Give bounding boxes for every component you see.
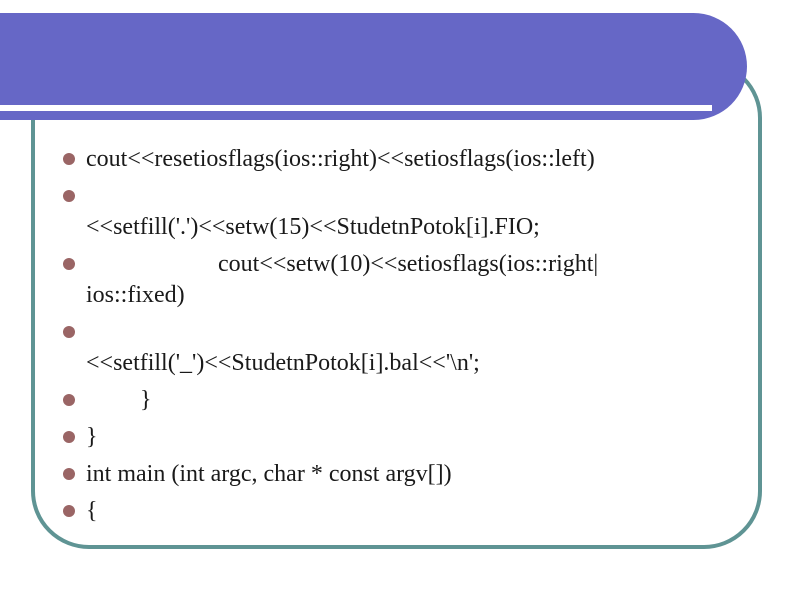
bullet-text: } — [86, 387, 152, 413]
bullet-icon — [63, 394, 75, 406]
title-bar — [0, 13, 747, 120]
bullet-text: } — [86, 424, 98, 450]
bullet-text: int main (int argc, char * const argv[]) — [86, 461, 452, 487]
bullet-icon — [63, 326, 75, 338]
bullet-icon — [63, 505, 75, 517]
bullet-icon — [63, 190, 75, 202]
bullet-text: <<setfill('_')<<StudetnPotok[i].bal<<'\n… — [86, 350, 480, 376]
bullet-item: cout<<setw(10)<<setiosflags(ios::right| … — [63, 249, 723, 311]
bullet-list: cout<<resetiosflags(ios::right)<<setiosf… — [63, 144, 723, 533]
bullet-icon — [63, 258, 75, 270]
bullet-text: { — [86, 498, 98, 524]
bullet-item: cout<<resetiosflags(ios::right)<<setiosf… — [63, 144, 723, 175]
bullet-item: { — [63, 496, 723, 527]
bullet-icon — [63, 431, 75, 443]
bullet-item: int main (int argc, char * const argv[]) — [63, 459, 723, 490]
bullet-item: <<setfill('_')<<StudetnPotok[i].bal<<'\n… — [63, 317, 723, 379]
bullet-item: } — [63, 422, 723, 453]
bullet-text: <<setfill('.')<<setw(15)<<StudetnPotok[i… — [86, 214, 540, 240]
bullet-item: } — [63, 385, 723, 416]
bullet-text: cout<<setw(10)<<setiosflags(ios::right| … — [86, 251, 599, 308]
bullet-icon — [63, 153, 75, 165]
bullet-text: cout<<resetiosflags(ios::right)<<setiosf… — [86, 146, 595, 172]
bullet-icon — [63, 468, 75, 480]
content-box — [31, 60, 762, 549]
bullet-item: <<setfill('.')<<setw(15)<<StudetnPotok[i… — [63, 181, 723, 243]
title-bar-underline — [0, 105, 712, 111]
